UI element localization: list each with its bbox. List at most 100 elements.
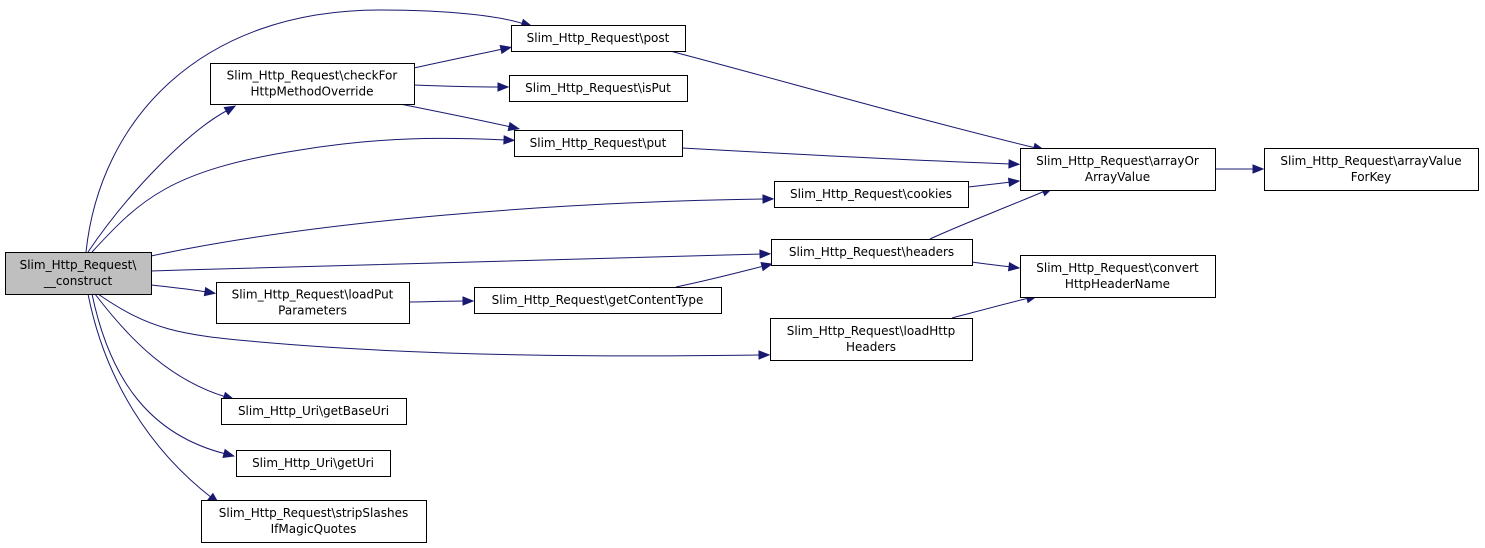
node-box <box>210 63 415 105</box>
arrowhead <box>499 44 513 55</box>
edge-line <box>681 147 1012 165</box>
edge-construct-to-loadPut <box>150 284 217 297</box>
arrowhead <box>222 448 236 458</box>
edge-construct-to-cookies <box>150 194 775 257</box>
node-construct[interactable]: Slim_Http_Request\__construct <box>5 252 152 295</box>
edge-line <box>87 293 213 499</box>
node-label: Slim_Http_Request\arrayValue <box>1280 154 1461 168</box>
edge-checkFor-to-post <box>413 44 513 69</box>
edge-headers-to-convert <box>971 261 1021 272</box>
node-label: __construct <box>43 274 113 288</box>
edge-getContentType-to-headers <box>675 262 774 288</box>
arrowhead <box>462 296 475 306</box>
node-label: Headers <box>846 340 896 354</box>
edge-line <box>91 137 507 253</box>
node-label: Slim_Http_Request\isPut <box>525 81 671 95</box>
node-getContentType[interactable]: Slim_Http_Request\getContentType <box>474 287 722 314</box>
arrowhead <box>223 105 237 116</box>
edge-construct-to-put <box>91 135 516 253</box>
arrowhead <box>1008 159 1021 169</box>
arrowhead <box>203 286 217 297</box>
edge-checkFor-to-isPut <box>413 82 510 92</box>
node-box <box>774 181 969 208</box>
edge-line <box>97 293 762 357</box>
node-label: Slim_Http_Uri\getUri <box>252 456 374 470</box>
arrowhead <box>760 262 774 272</box>
node-label: Slim_Http_Request\loadPut <box>232 288 394 302</box>
edge-line <box>413 48 504 69</box>
arrowhead <box>758 350 771 360</box>
node-label: ForKey <box>1351 170 1392 184</box>
node-label: IfMagicQuotes <box>271 522 357 536</box>
edge-line <box>94 293 227 398</box>
edge-loadHttp-to-convert <box>951 293 1039 319</box>
node-put[interactable]: Slim_Http_Request\put <box>514 130 683 157</box>
node-box <box>1264 148 1479 191</box>
arrowhead <box>1007 177 1021 188</box>
node-label: Slim_Http_Uri\getBaseUri <box>238 404 389 418</box>
node-post[interactable]: Slim_Http_Request\post <box>511 25 686 52</box>
node-headers[interactable]: Slim_Http_Request\headers <box>771 239 973 266</box>
node-checkFor[interactable]: Slim_Http_Request\checkForHttpMethodOver… <box>210 63 415 105</box>
node-label: Slim_Http_Request\getContentType <box>492 293 704 307</box>
node-box <box>511 25 686 52</box>
edge-line <box>85 9 525 253</box>
edge-construct-to-post <box>85 9 533 253</box>
edge-line <box>408 300 466 303</box>
node-label: Slim_Http_Request\loadHttp <box>787 324 956 338</box>
edge-line <box>399 103 512 128</box>
node-box <box>236 450 391 477</box>
arrowhead <box>759 249 772 259</box>
edge-line <box>971 261 1012 268</box>
edge-line <box>675 265 765 288</box>
edge-line <box>669 50 1037 149</box>
edge-construct-to-checkFor <box>87 105 237 253</box>
node-getBaseUri[interactable]: Slim_Http_Uri\getBaseUri <box>221 398 407 425</box>
edge-construct-to-getUri <box>91 293 236 458</box>
node-label: HttpMethodOverride <box>251 85 374 99</box>
edge-put-to-arrayOr <box>681 147 1021 169</box>
node-box <box>514 130 683 157</box>
edge-line <box>413 84 501 88</box>
node-label: Slim_Http_Request\convert <box>1036 261 1199 275</box>
edge-checkFor-to-put <box>399 103 521 132</box>
node-cookies[interactable]: Slim_Http_Request\cookies <box>774 181 969 208</box>
edge-line <box>951 297 1030 319</box>
node-box <box>1020 255 1216 298</box>
arrowhead <box>1252 164 1265 174</box>
node-box <box>770 318 973 361</box>
nodes-layer: Slim_Http_Request\__constructSlim_Http_R… <box>5 25 1479 543</box>
edge-line <box>150 198 766 257</box>
node-label: Slim_Http_Request\stripSlashes <box>219 506 408 520</box>
node-label: Parameters <box>278 304 347 318</box>
arrowhead <box>1007 261 1021 272</box>
node-isPut[interactable]: Slim_Http_Request\isPut <box>509 75 688 102</box>
node-label: Slim_Http_Request\headers <box>789 245 954 259</box>
edge-line <box>150 284 208 293</box>
node-strip[interactable]: Slim_Http_Request\stripSlashesIfMagicQuo… <box>201 500 427 543</box>
node-label: Slim_Http_Request\checkFor <box>227 69 398 83</box>
edge-construct-to-getBaseUri <box>94 293 235 401</box>
node-getUri[interactable]: Slim_Http_Uri\getUri <box>236 450 391 477</box>
edge-construct-to-headers <box>150 249 772 272</box>
node-label: Slim_Http_Request\cookies <box>790 187 952 201</box>
node-label: Slim_Http_Request\arrayOr <box>1036 154 1199 168</box>
edges-layer <box>85 9 1265 504</box>
node-box <box>474 287 722 314</box>
edge-line <box>150 253 763 272</box>
arrowhead <box>503 135 516 145</box>
edge-cookies-to-arrayOr <box>967 177 1021 188</box>
edge-construct-to-loadHttp <box>97 293 771 360</box>
arrowhead <box>497 82 510 92</box>
edge-line <box>91 293 227 455</box>
edge-line <box>967 181 1012 188</box>
node-label: Slim_Http_Request\post <box>527 31 670 45</box>
node-box <box>1020 148 1216 191</box>
node-label: ArrayValue <box>1085 170 1150 184</box>
edge-arrayOr-to-arrayValueForKey <box>1214 164 1265 174</box>
